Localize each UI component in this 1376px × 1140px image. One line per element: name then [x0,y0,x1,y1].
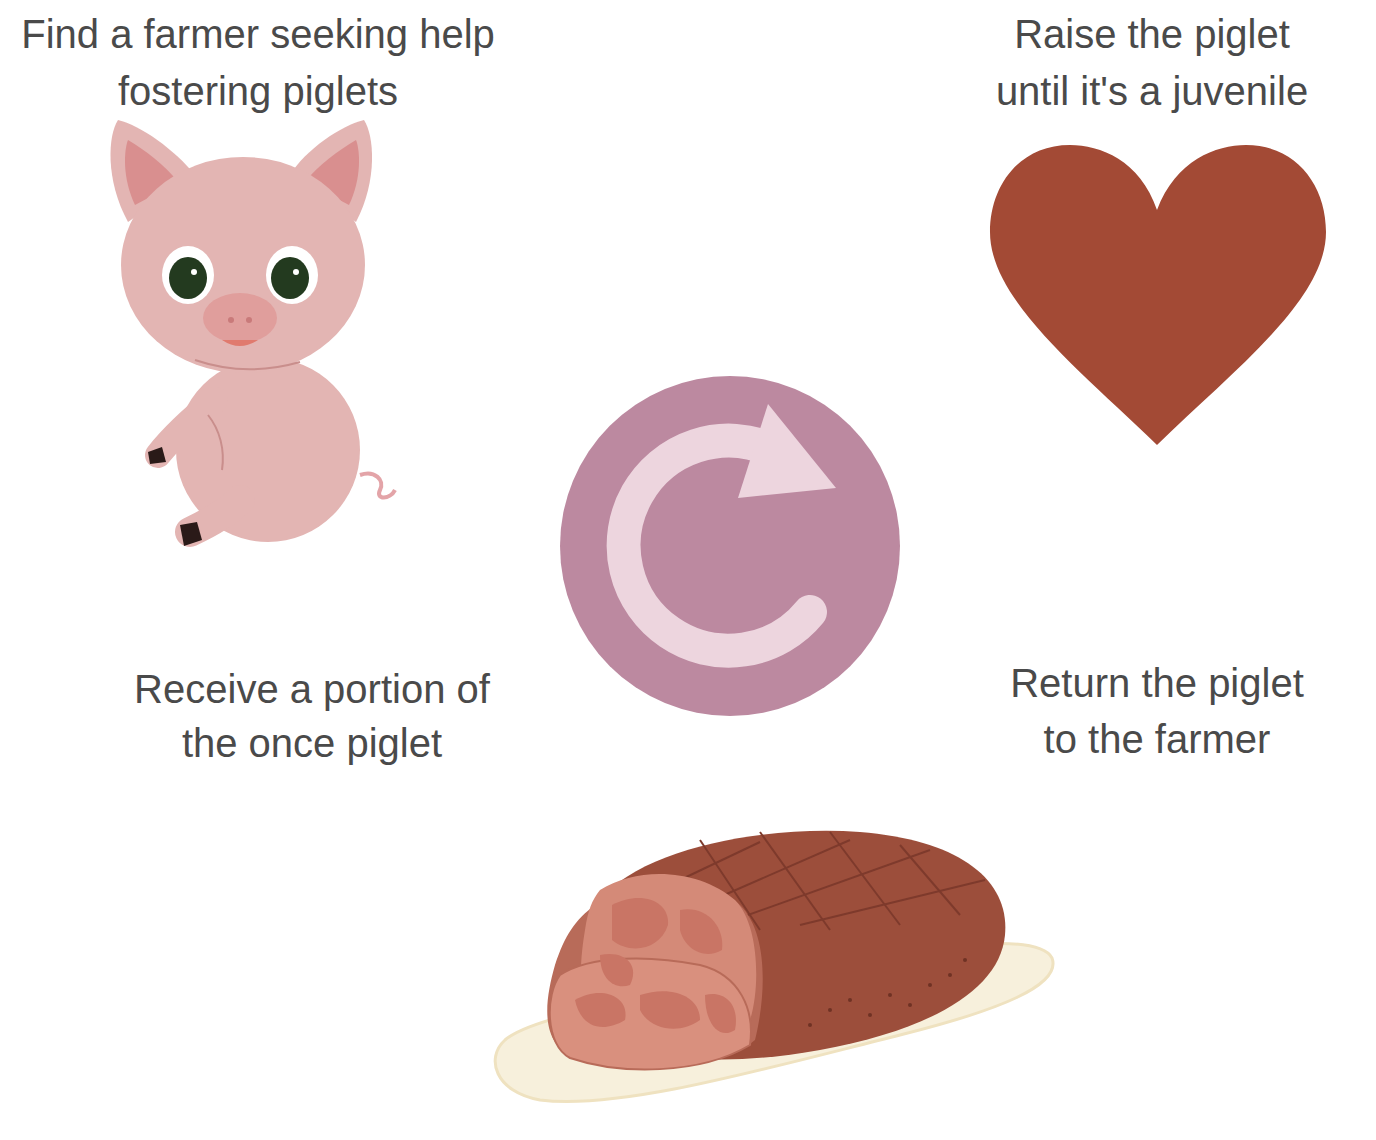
ham-speckles [808,958,967,1027]
step-label: Find a farmer seeking help fostering pig… [8,6,508,120]
piglet-illustration [110,120,395,546]
ham-marbling [575,898,736,1033]
pig-pupil [169,257,207,299]
pig-leg [158,400,215,455]
heart-icon [990,145,1326,445]
pig-detail [208,415,223,470]
pig-head [121,157,365,373]
pig-snout [203,293,277,343]
pig-pupil [271,257,309,299]
step-label: Raise the piglet until it's a juvenile [982,6,1322,120]
pig-hoof [180,522,202,546]
pig-hoof [148,447,166,464]
step-label: Receive a portion of the once piglet [127,662,497,770]
cycle-circle [560,376,900,716]
pig-nostril [246,317,252,323]
pig-chin [195,360,300,369]
ham-slice [550,958,751,1069]
pig-body [176,358,360,542]
pig-eye [266,246,318,304]
step-label: Return the piglet to the farmer [997,655,1317,767]
cycle-arrowhead [738,404,836,498]
pig-mouth [222,340,258,346]
pig-eye-shine [293,269,299,275]
pig-eye [162,246,214,304]
pig-tail [360,474,395,498]
cycle-icon [560,376,900,716]
pig-nostril [228,317,234,323]
ham-illustration [495,831,1053,1102]
pig-eye-shine [191,269,197,275]
